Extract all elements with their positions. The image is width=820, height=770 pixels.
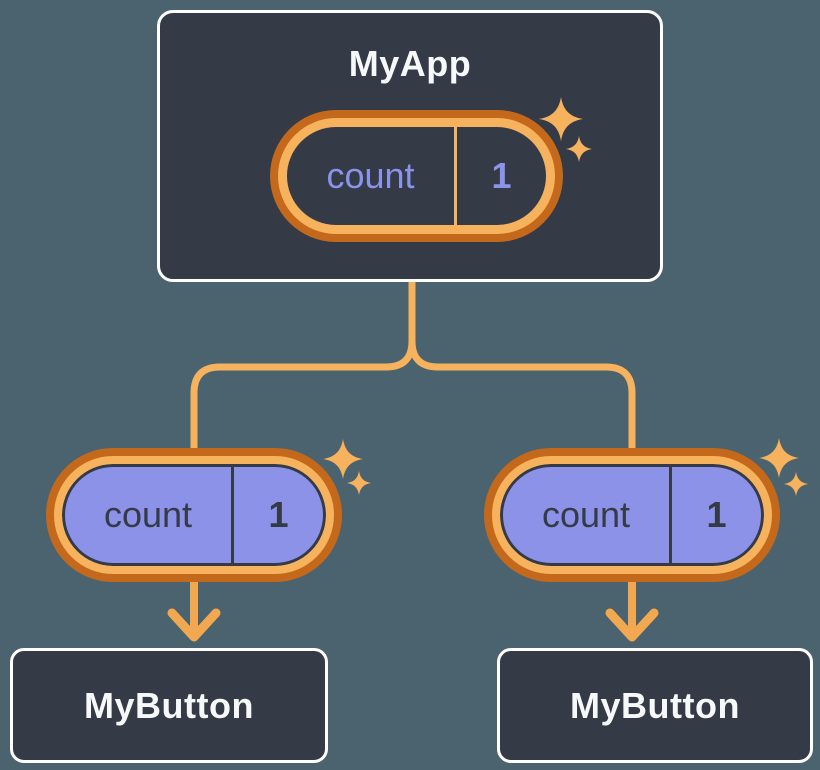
prop-key-left: count bbox=[103, 494, 193, 535]
prop-key-right: count bbox=[541, 494, 631, 535]
state-key: count bbox=[326, 155, 415, 196]
mybutton-label-right: MyButton bbox=[570, 684, 740, 726]
mybutton-label-left: MyButton bbox=[84, 684, 254, 726]
prop-pill-right: count 1 bbox=[484, 448, 780, 582]
pill-divider bbox=[231, 467, 234, 563]
prop-pill-right-ring: count 1 bbox=[492, 456, 772, 574]
prop-pill-left-ring: count 1 bbox=[54, 456, 334, 574]
myapp-label: MyApp bbox=[348, 43, 472, 84]
state-pill-body: count 1 bbox=[278, 118, 555, 234]
prop-value-right: 1 bbox=[706, 494, 727, 535]
prop-pill-left-body: count 1 bbox=[62, 464, 326, 566]
pill-divider bbox=[669, 467, 672, 563]
mybutton-card-left: MyButton bbox=[10, 648, 328, 763]
pill-divider bbox=[454, 127, 457, 225]
state-pill: count 1 bbox=[270, 110, 563, 242]
state-value: 1 bbox=[491, 155, 512, 196]
prop-pill-left: count 1 bbox=[46, 448, 342, 582]
prop-pill-right-body: count 1 bbox=[500, 464, 764, 566]
mybutton-card-right: MyButton bbox=[497, 648, 813, 763]
prop-value-left: 1 bbox=[268, 494, 289, 535]
